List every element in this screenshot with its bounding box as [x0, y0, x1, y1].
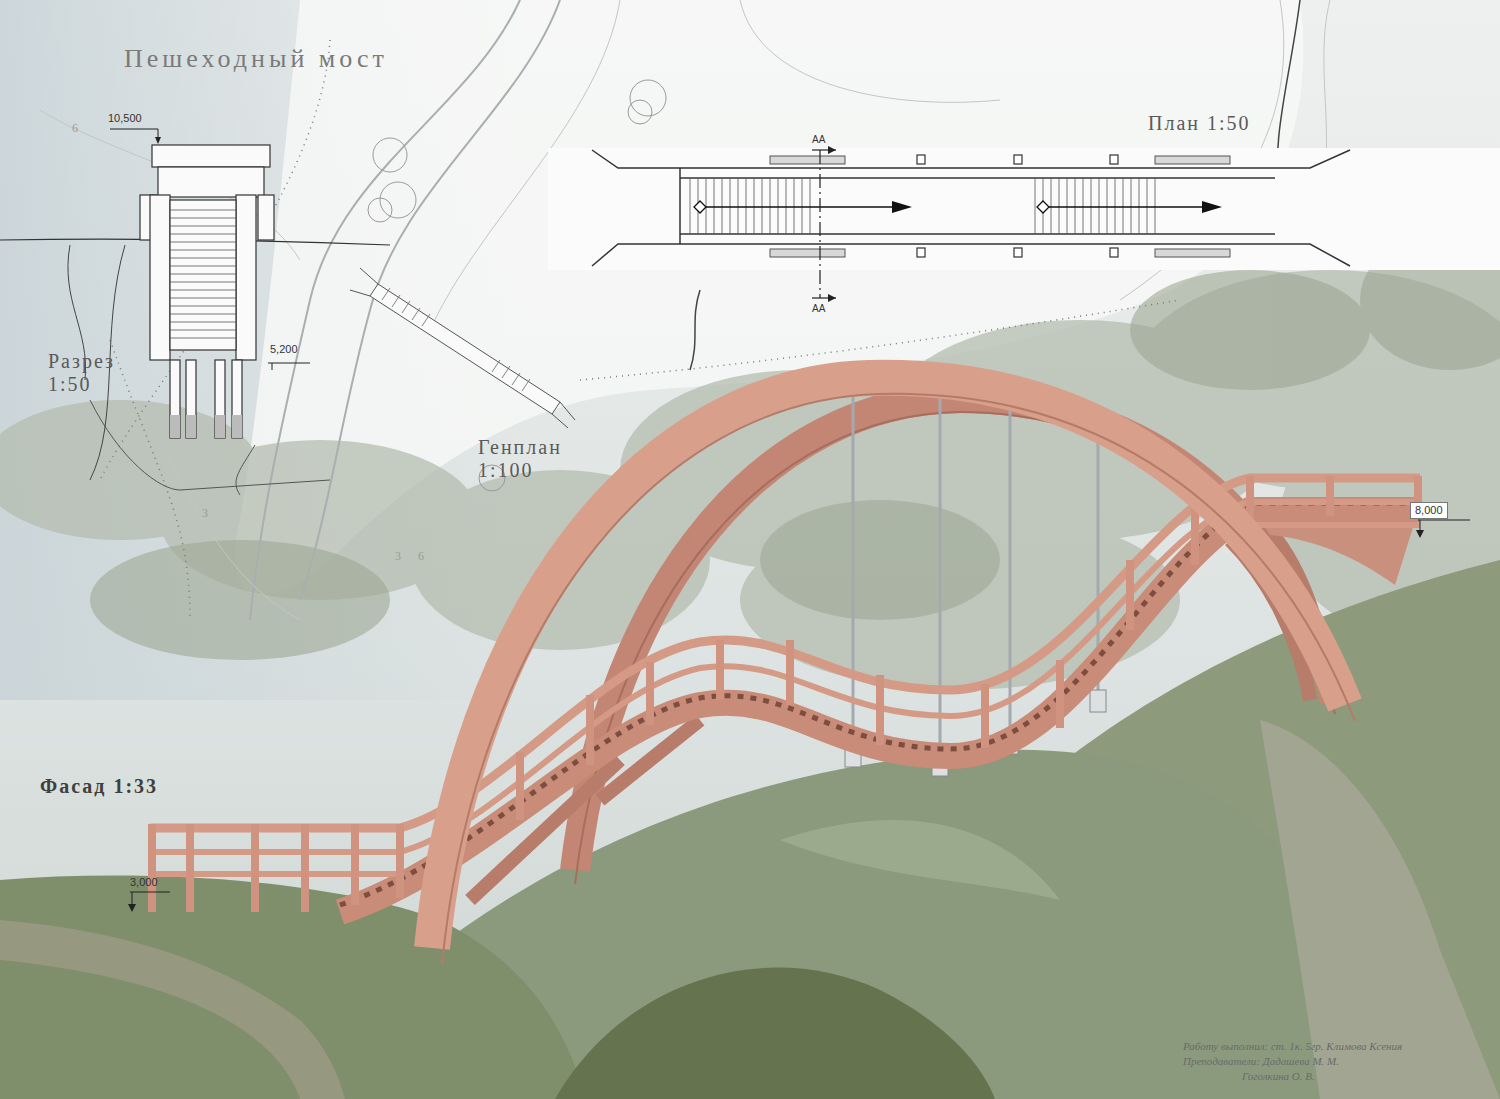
teacher-credit: Преподаватели: Дадашева М. М.: [1183, 1055, 1339, 1068]
section-mark: АА: [812, 303, 825, 315]
level-mark: 8,000: [1410, 502, 1448, 519]
section-mark: АА: [812, 134, 825, 146]
contour-number: 3: [202, 507, 208, 521]
view-title: План 1:50: [1148, 112, 1251, 135]
sheet-title: Пешеходный мост: [124, 44, 388, 74]
view-title: Фасад 1:33: [40, 775, 158, 798]
contour-number: 6: [72, 122, 78, 136]
dimension-mark: 5,200: [270, 343, 298, 356]
teacher-credit: Гоголкина О. В.: [1242, 1070, 1315, 1083]
contour-number: 3: [395, 550, 401, 564]
dimension-mark: 10,500: [108, 112, 142, 125]
view-title: Генплан 1:100: [478, 436, 582, 482]
view-title: Разрез 1:50: [48, 350, 134, 396]
dimension-mark: 3,000: [130, 876, 158, 889]
author-credit: Работу выполнил: ст. 1к. 5гр. Климова Кс…: [1183, 1040, 1402, 1053]
contour-number: 6: [418, 550, 424, 564]
